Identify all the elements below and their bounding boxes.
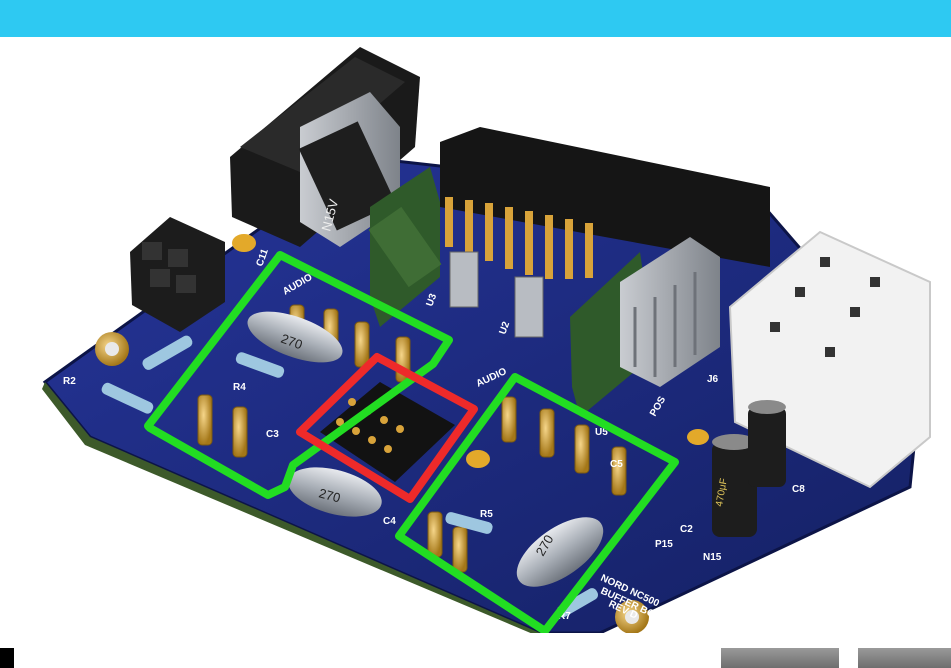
- dip-socket: [320, 382, 455, 482]
- svg-text:270: 270: [317, 485, 342, 505]
- svg-text:J6: J6: [707, 374, 719, 385]
- transistor-to220: [449, 251, 544, 338]
- daughter-board-left: [368, 167, 442, 327]
- svg-text:C4: C4: [383, 516, 396, 527]
- bottom-black-block: [0, 648, 14, 668]
- svg-text:R5: R5: [480, 509, 493, 520]
- highlight-outline-green-left: [144, 251, 453, 499]
- svg-text:C2: C2: [680, 524, 693, 535]
- film-capacitor: 270: [288, 467, 382, 517]
- silkscreen-text: NORD NC500 BUFFER BOARD REV D P15 N15 PO…: [63, 247, 805, 629]
- bottom-gray-block: [721, 648, 839, 668]
- svg-text:R2: R2: [63, 376, 76, 387]
- svg-text:470μF: 470μF: [714, 477, 730, 507]
- svg-text:R4: R4: [233, 382, 246, 393]
- svg-text:270: 270: [279, 331, 305, 353]
- svg-text:U2: U2: [497, 320, 512, 336]
- svg-text:P15: P15: [655, 539, 673, 550]
- film-capacitor: 270: [516, 517, 604, 587]
- svg-text:U5: U5: [595, 427, 608, 438]
- electrolytic-capacitor: [748, 400, 786, 487]
- heatsink-right: [620, 237, 720, 387]
- electrolytic-capacitor: 470μF: [712, 434, 757, 537]
- svg-text:N15: N15: [703, 552, 722, 563]
- highlight-outline-red: [296, 353, 478, 503]
- top-color-bar: [0, 0, 951, 37]
- svg-text:U3: U3: [424, 292, 439, 308]
- bottom-gray-block: [858, 648, 951, 668]
- ceramic-capacitors: [232, 234, 709, 468]
- bottom-strip: [0, 648, 951, 668]
- ribbon-connector: [440, 127, 770, 279]
- power-connector-black: [130, 217, 225, 332]
- gold-pins-right: [427, 396, 627, 573]
- svg-text:C8: C8: [792, 484, 805, 495]
- svg-text:C5: C5: [610, 459, 623, 470]
- resistors: [101, 335, 599, 618]
- svg-text:R7: R7: [558, 611, 571, 622]
- film-capacitor: 270: [247, 311, 343, 363]
- svg-text:C3: C3: [266, 429, 279, 440]
- highlight-outline-green-right: [395, 373, 679, 633]
- pcb-photo: N15V: [42, 47, 931, 633]
